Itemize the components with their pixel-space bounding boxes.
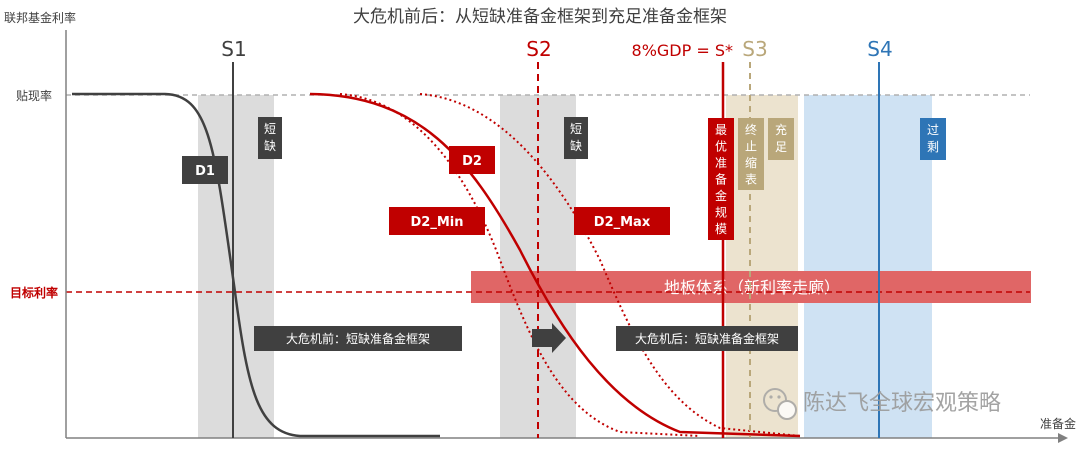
optimal-reserve-label: 最优准备金规模	[715, 123, 727, 236]
excess-label-box	[920, 118, 946, 160]
target-rate-label: 目标利率	[10, 285, 58, 300]
supply-label-s-star: 8%GDP = S*	[632, 41, 733, 60]
excess-label: 过剩	[927, 123, 939, 154]
d2-max-label-box	[574, 207, 670, 235]
shortage-label-1-box	[258, 117, 282, 159]
optimal-reserve-label-box	[708, 118, 734, 240]
supply-label-s1: S1	[221, 37, 246, 61]
transition-arrow	[532, 323, 566, 353]
pre-crisis-caption-box	[254, 326, 462, 351]
x-axis-label: 准备金	[1040, 416, 1076, 431]
d1-label: D1	[195, 164, 215, 179]
x-axis-arrow	[1058, 433, 1068, 443]
d2-label-box	[449, 146, 495, 174]
d2-max-label: D2_Max	[594, 215, 651, 230]
d2-label: D2	[462, 154, 482, 169]
demand-curve-d2	[309, 92, 801, 438]
end-taper-label-box	[738, 118, 764, 190]
d2-min-label-box	[389, 207, 485, 235]
excess-zone	[804, 95, 932, 438]
shortage-label-2-box	[564, 117, 588, 159]
end-taper-label: 终止缩表	[745, 122, 757, 187]
ample-label-box	[768, 118, 794, 160]
watermark: 陈达飞全球宏观策略	[803, 391, 1001, 416]
demand-curve-d1	[72, 92, 440, 438]
supply-label-s4: S4	[867, 37, 892, 61]
pre-crisis-caption: 大危机前：短缺准备金框架	[286, 331, 430, 346]
demand-curve-d2-max	[419, 93, 801, 437]
discount-rate-label: 贴现率	[16, 88, 52, 103]
floor-system-label: 地板体系（新利率走廊）	[664, 278, 840, 297]
shortage-label-2: 短缺	[570, 122, 582, 153]
shortage-label-1: 短缺	[264, 122, 276, 153]
d2-min-label: D2_Min	[411, 215, 464, 230]
wechat-logo	[763, 388, 797, 420]
y-axis-label: 联邦基金利率	[4, 10, 76, 25]
chart-title: 大危机前后：从短缺准备金框架到充足准备金框架	[353, 7, 727, 27]
post-crisis-caption: 大危机后：短缺准备金框架	[635, 331, 779, 346]
ample-label: 充足	[775, 122, 787, 154]
supply-label-s2: S2	[526, 37, 551, 61]
d1-label-box	[182, 156, 228, 184]
supply-label-s3: S3	[742, 37, 767, 61]
post-crisis-caption-box	[616, 326, 798, 351]
